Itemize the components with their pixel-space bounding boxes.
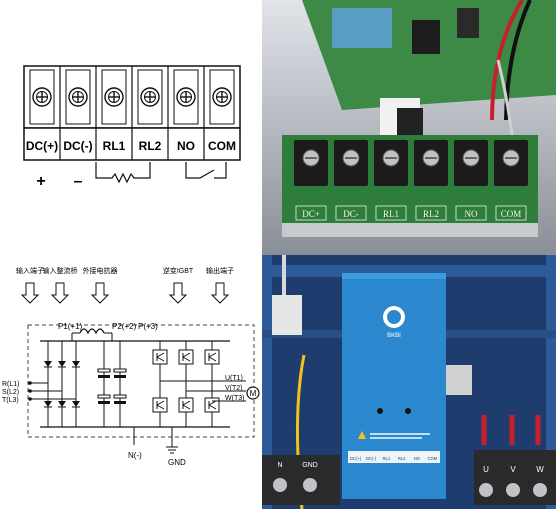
gnd-label: GND (168, 458, 186, 467)
reactor-coil (79, 328, 105, 335)
unit-front-label: DC(-) (366, 456, 377, 461)
output-terminal-label: W(T3) (225, 395, 244, 402)
installed-unit-photo: BKBI DC(+) DC(-) RL1 RL2 NO COM N GND U V W (262, 255, 556, 509)
diode-symbol (44, 361, 52, 367)
igbt-symbol (204, 349, 220, 365)
bottom-right-terminal-label: V (510, 465, 516, 474)
warning-icon (358, 431, 366, 439)
unit-photo-svg: BKBI DC(+) DC(-) RL1 RL2 NO COM N GND U V W (262, 255, 556, 509)
switch-symbol (185, 162, 227, 179)
terminal-label: RL2 (139, 139, 162, 153)
diode-symbol (72, 361, 80, 367)
igbt-symbol (178, 397, 194, 413)
unit-front-label: RL2 (398, 456, 406, 461)
capacitor-symbol (97, 368, 111, 373)
unit-front-label: DC(+) (350, 456, 362, 461)
drive-circuit-diagram: 输入端子输入整流桥外接电抗器 逆变IGBT 输出端子 R(L1)S(L2)T(L3)… (0, 255, 262, 509)
terminal-housing (173, 69, 199, 125)
circuit-header: 外接电抗器 (83, 266, 118, 275)
input-terminal-label: S(L2) (2, 389, 19, 396)
pcb-label: RL2 (423, 209, 439, 219)
diode-symbol (72, 401, 80, 407)
pcb-photo: DC+ DC- RL1 RL2 NO COM (262, 0, 556, 255)
igbt-symbol (204, 397, 220, 413)
diode-symbol (44, 401, 52, 407)
terminal-label: DC(+) (26, 139, 58, 153)
node-n: N(-) (128, 451, 142, 460)
input-terminal-label: R(L1) (2, 381, 20, 388)
unit-front-label: RL1 (382, 456, 390, 461)
arrow-down-icon (210, 282, 230, 304)
unit-front-label: NO (414, 456, 421, 461)
capacitor-symbol (113, 368, 127, 373)
node-p2: P2(+2) (112, 322, 137, 331)
unit-brand: BKBI (387, 333, 401, 339)
terminal-block-diagram: DC(+) DC(-) RL1 RL2 NO COM + – (0, 0, 262, 255)
pcb-label: COM (501, 209, 522, 219)
terminal-label: RL1 (103, 139, 126, 153)
terminal-housing (101, 69, 127, 125)
pcb-label: NO (465, 209, 478, 219)
polarity-plus: + (36, 173, 45, 190)
resistor-symbol (95, 162, 151, 184)
node-p: P(+3) (138, 322, 158, 331)
circuit-header: 逆变IGBT (163, 266, 194, 275)
circuit-header: 输入端子 (16, 266, 44, 275)
bottom-right-terminal-label: U (483, 465, 489, 474)
bottom-left-terminal-label: N (277, 462, 282, 469)
pcb-photo-svg: DC+ DC- RL1 RL2 NO COM (262, 0, 556, 255)
input-terminal-label: T(L3) (2, 397, 19, 404)
node-p1: P1(+1) (58, 322, 83, 331)
screw-icon (303, 478, 317, 492)
terminal-housing (29, 69, 55, 125)
igbt-symbol (152, 349, 168, 365)
motor-label: M (250, 389, 257, 398)
screw-icon (506, 483, 520, 497)
terminal-block-svg: DC(+) DC(-) RL1 RL2 NO COM + – (23, 65, 241, 190)
terminal-housing (209, 69, 235, 125)
bottom-left-terminal-label: GND (302, 462, 318, 469)
polarity-minus: – (74, 173, 83, 190)
output-terminal-label: U(T1) (225, 375, 243, 382)
circuit-svg: 输入端子输入整流桥外接电抗器 逆变IGBT 输出端子 R(L1)S(L2)T(L3)… (2, 266, 260, 467)
arrow-down-icon (168, 282, 188, 304)
screw-icon (533, 483, 547, 497)
arrow-down-icon (50, 282, 70, 304)
terminal-housing (65, 69, 91, 125)
igbt-symbol (152, 397, 168, 413)
terminal-label: NO (177, 139, 195, 153)
diode-symbol (58, 401, 66, 407)
arrow-down-icon (90, 282, 110, 304)
circuit-header: 输出端子 (206, 266, 234, 275)
led-indicator-1 (377, 408, 383, 414)
terminal-label: DC(-) (63, 139, 92, 153)
arrow-down-icon (20, 282, 40, 304)
terminal-housing (137, 69, 163, 125)
pcb-label: RL1 (383, 209, 399, 219)
capacitor-symbol (113, 394, 127, 399)
diode-symbol (58, 361, 66, 367)
motor-symbol (246, 386, 260, 400)
bottom-right-terminal-label: W (536, 465, 544, 474)
circuit-header: 输入整流桥 (43, 266, 78, 275)
output-terminal-label: V(T2) (225, 385, 243, 392)
pcb-label: DC+ (302, 209, 320, 219)
screw-icon (479, 483, 493, 497)
capacitor-symbol (97, 394, 111, 399)
terminal-label: COM (208, 139, 236, 153)
led-indicator-2 (405, 408, 411, 414)
screw-icon (273, 478, 287, 492)
igbt-symbol (178, 349, 194, 365)
pcb-label: DC- (343, 209, 359, 219)
unit-front-label: COM (427, 456, 437, 461)
